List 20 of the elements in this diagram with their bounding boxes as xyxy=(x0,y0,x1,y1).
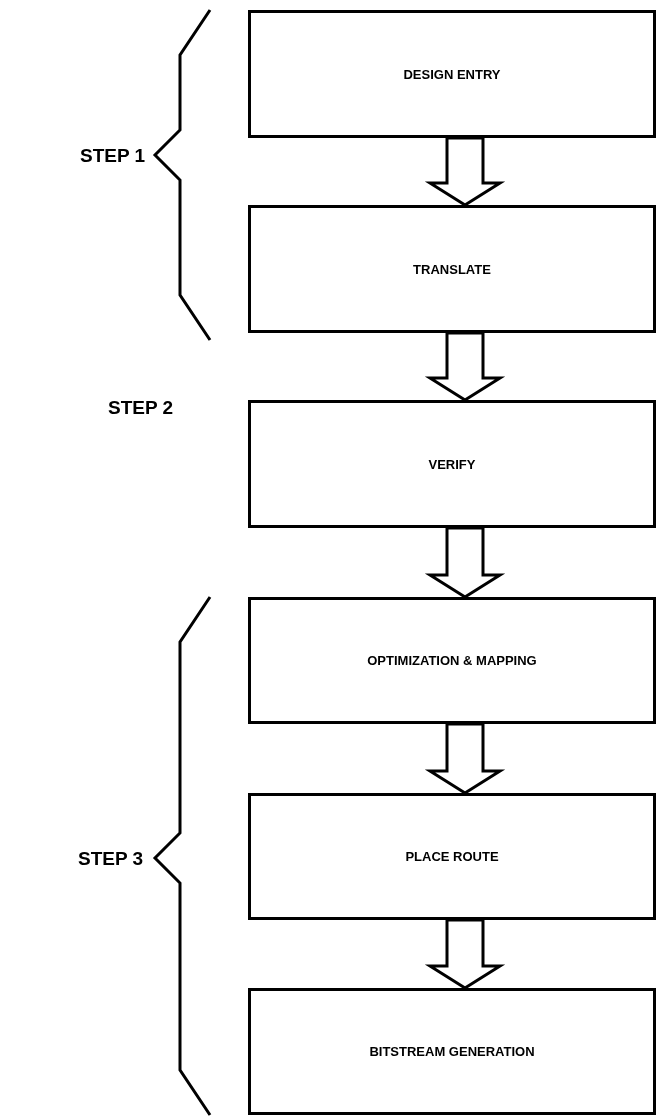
box-label: PLACE ROUTE xyxy=(405,849,499,864)
hollow-arrow xyxy=(424,722,506,795)
box-label: VERIFY xyxy=(428,456,476,472)
process-box xyxy=(248,597,656,724)
box-label: DESIGN ENTRY xyxy=(403,66,501,82)
step-label: STEP 1 xyxy=(80,145,146,167)
process-box xyxy=(248,10,656,138)
step-label: STEP 2 xyxy=(108,397,174,419)
process-box xyxy=(248,793,656,920)
hollow-arrow xyxy=(424,331,506,402)
process-box xyxy=(248,988,656,1115)
box-label: BITSTREAM GENERATION xyxy=(369,1044,535,1059)
hollow-arrow xyxy=(424,918,506,990)
hollow-arrow xyxy=(424,136,506,207)
step-label: STEP 3 xyxy=(78,848,144,870)
hollow-arrow xyxy=(424,526,506,599)
process-box xyxy=(248,205,656,333)
process-box xyxy=(248,400,656,528)
box-label: OPTIMIZATION & MAPPING xyxy=(367,653,537,668)
box-label: TRANSLATE xyxy=(413,261,491,277)
